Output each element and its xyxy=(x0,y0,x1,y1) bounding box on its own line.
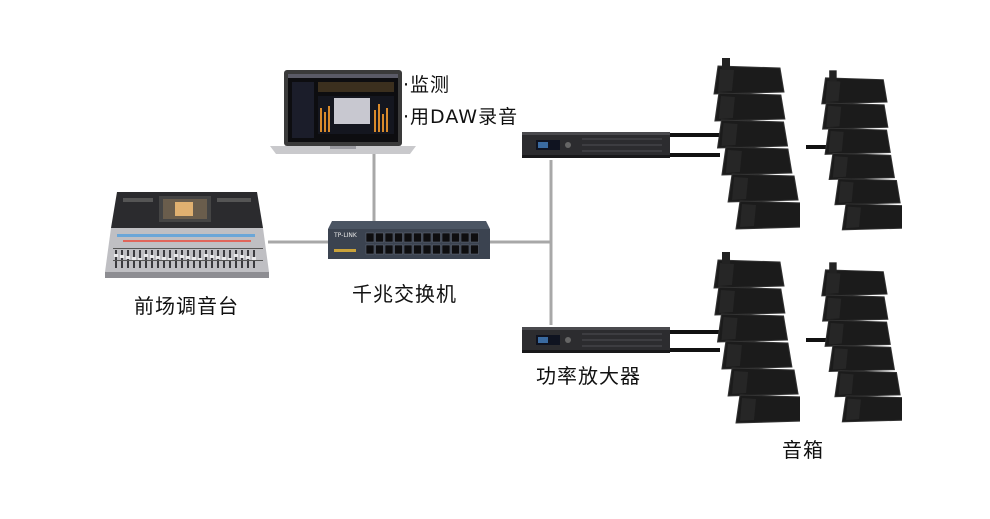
speakers-label: 音箱 xyxy=(782,434,824,463)
amplifier-top-icon xyxy=(522,130,670,160)
mixing-console-icon xyxy=(103,188,271,280)
amplifier-bottom-icon xyxy=(522,325,670,355)
laptop-note-monitor: ·监测 xyxy=(403,70,450,97)
network-switch-icon: TP-LINK xyxy=(326,219,492,261)
line-array-speaker-icon xyxy=(818,66,902,238)
line-array-speaker-icon xyxy=(710,58,800,233)
laptop-note-daw: ·用DAW录音 xyxy=(403,102,518,129)
mixer-label: 前场调音台 xyxy=(134,290,239,319)
switch-label: 千兆交换机 xyxy=(352,278,457,307)
switch-brand: TP-LINK xyxy=(333,232,358,239)
amplifier-label: 功率放大器 xyxy=(536,360,641,389)
line-array-speaker-icon xyxy=(818,258,902,430)
line-array-speaker-icon xyxy=(710,252,800,427)
laptop-icon xyxy=(270,68,416,156)
